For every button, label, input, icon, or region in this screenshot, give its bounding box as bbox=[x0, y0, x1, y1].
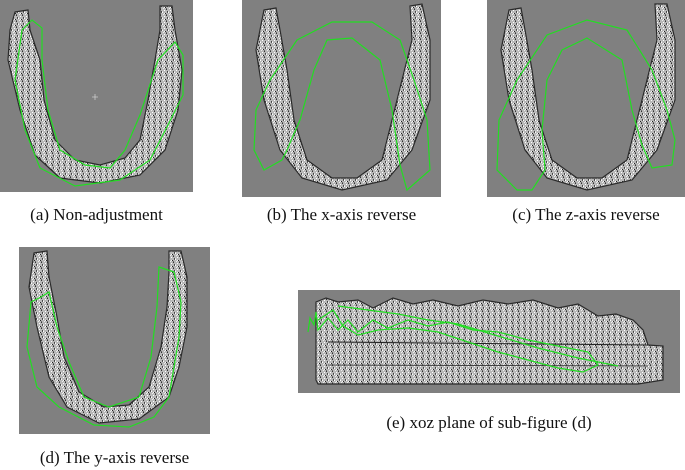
side-view-point-cloud bbox=[307, 297, 664, 385]
caption-c: (c) The z-axis reverse bbox=[512, 205, 660, 224]
panel-d-image bbox=[19, 247, 210, 434]
caption-d: (d) The y-axis reverse bbox=[39, 448, 190, 467]
dental-arch-point-cloud bbox=[496, 3, 676, 191]
caption-e: (e) xoz plane of sub-figure (d) bbox=[386, 413, 592, 432]
panel-e-image bbox=[298, 290, 680, 393]
caption-a: (a) Non-adjustment bbox=[30, 205, 163, 224]
caption-b: (b) The x-axis reverse bbox=[266, 205, 417, 224]
panel-c-image bbox=[487, 0, 685, 197]
dental-arch-point-cloud bbox=[253, 3, 431, 192]
panel-a-image bbox=[0, 0, 193, 192]
dental-arch-point-cloud bbox=[7, 5, 184, 187]
panel-b-image bbox=[242, 0, 441, 197]
dental-arch-point-cloud bbox=[26, 250, 188, 428]
